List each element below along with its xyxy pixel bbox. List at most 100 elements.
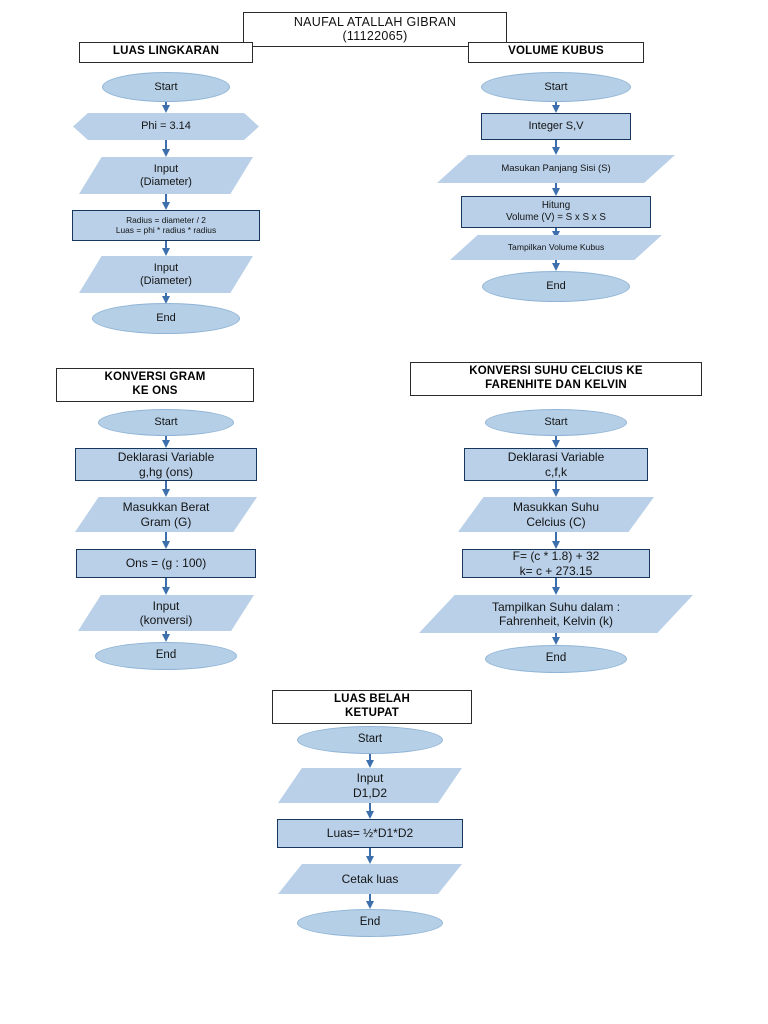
- flow-node-line: F= (c * 1.8) + 32: [512, 549, 600, 564]
- flow-node-line: Volume (V) = S x S x S: [506, 212, 606, 223]
- flow-node-label: Luas= ½*D1*D2: [327, 826, 413, 840]
- chart-title-line: KE ONS: [132, 384, 178, 397]
- student-name-plate: NAUFAL ATALLAH GIBRAN (11122065): [243, 12, 507, 47]
- chart-title-line: KONVERSI GRAM: [104, 371, 206, 383]
- flow-node-line: Gram (G): [140, 514, 192, 529]
- flow-node-line: Start: [154, 416, 178, 429]
- flow-node-terminator: Start: [297, 726, 443, 754]
- flow-connector-arrow: [165, 436, 167, 441]
- flow-node-line: Fahrenheit, Kelvin (k): [498, 614, 614, 628]
- flow-node-io: Input(konversi): [78, 595, 254, 631]
- flow-node-terminator: End: [95, 642, 237, 670]
- flow-node-line: c,f,k: [544, 464, 567, 479]
- flow-node-terminator: Start: [481, 72, 631, 102]
- flow-node-label: End: [156, 312, 176, 325]
- flow-node-line: Cetak luas: [341, 871, 399, 886]
- flow-node-line: Tampilkan Volume Kubus: [507, 242, 605, 253]
- flow-node-line: Masukkan Suhu: [512, 500, 600, 515]
- flow-node-io: Input(Diameter): [79, 256, 253, 293]
- flow-node-io: Tampilkan Volume Kubus: [450, 235, 662, 260]
- flow-node-label: Start: [154, 416, 177, 429]
- flow-node-label: Cetak luas: [342, 872, 399, 886]
- chart-title-luas-lingkaran: LUAS LINGKARAN: [79, 42, 253, 63]
- flow-node-label: Input(konversi): [140, 599, 193, 627]
- flow-node-process: Luas= ½*D1*D2: [277, 819, 463, 848]
- flow-node-io: Input(Diameter): [79, 157, 253, 194]
- student-id: (11122065): [342, 29, 408, 43]
- flow-node-line: k= c + 273.15: [519, 563, 593, 578]
- flow-node-line: Tampilkan Suhu dalam :: [491, 599, 621, 614]
- flow-node-preparation: Phi = 3.14: [73, 113, 259, 140]
- flow-node-line: Celcius (C): [526, 514, 586, 529]
- flow-node-terminator: Start: [98, 409, 234, 436]
- flow-node-label: Input(Diameter): [140, 262, 192, 288]
- flow-node-label: End: [546, 280, 566, 293]
- flow-node-line: Radius = diameter / 2: [126, 214, 206, 225]
- flow-connector-arrow: [555, 228, 557, 232]
- flow-connector-arrow: [555, 481, 557, 490]
- student-name: NAUFAL ATALLAH GIBRAN: [293, 15, 457, 29]
- flow-node-label: Phi = 3.14: [141, 120, 191, 133]
- flow-connector-arrow: [555, 183, 557, 189]
- flow-node-line: Input: [152, 598, 180, 613]
- flow-node-line: Ons = (g : 100): [125, 556, 207, 571]
- flow-node-label: End: [360, 916, 380, 930]
- chart-title-line: FARENHITE DAN KELVIN: [485, 378, 627, 391]
- flow-node-label: Start: [154, 81, 177, 94]
- flow-connector-arrow: [555, 532, 557, 542]
- flow-node-label: Ons = (g : 100): [126, 556, 206, 570]
- flow-node-line: Input: [153, 261, 179, 274]
- flow-node-line: Start: [544, 80, 568, 93]
- flow-node-line: Hitung: [541, 200, 571, 212]
- chart-title-line: KETUPAT: [345, 706, 399, 719]
- flow-connector-arrow: [165, 140, 167, 150]
- flow-node-line: End: [155, 649, 177, 662]
- flow-node-line: End: [546, 280, 566, 293]
- flow-node-io: Cetak luas: [278, 864, 462, 894]
- flow-node-label: End: [156, 649, 176, 663]
- flow-node-line: Masukan Panjang Sisi (S): [501, 163, 611, 175]
- flow-node-line: Input: [153, 162, 179, 175]
- flow-node-line: g,hg (ons): [138, 464, 194, 479]
- chart-title-line: KONVERSI SUHU CELCIUS KE: [469, 365, 643, 377]
- flow-node-terminator: End: [297, 909, 443, 937]
- flow-node-terminator: Start: [102, 72, 230, 102]
- flow-node-label: Start: [358, 733, 382, 747]
- flow-connector-arrow: [555, 578, 557, 588]
- flow-connector-arrow: [165, 532, 167, 542]
- flow-connector-arrow: [165, 481, 167, 490]
- flow-node-terminator: End: [485, 645, 627, 673]
- flow-node-label: Input(Diameter): [140, 163, 192, 189]
- flow-node-terminator: End: [92, 303, 240, 334]
- flow-connector-arrow: [555, 102, 557, 106]
- flow-node-line: (Diameter): [140, 274, 192, 287]
- flow-node-line: Start: [357, 733, 383, 746]
- flow-node-line: Masukkan Berat: [122, 500, 210, 515]
- flow-node-line: Start: [544, 416, 568, 429]
- flow-node-line: (konversi): [139, 613, 193, 627]
- flow-node-line: (Diameter): [140, 175, 192, 188]
- flow-connector-arrow: [165, 194, 167, 203]
- flow-connector-arrow: [369, 754, 371, 761]
- flow-connector-arrow: [165, 578, 167, 588]
- flow-node-line: D1,D2: [352, 785, 387, 800]
- flow-node-process: Integer S,V: [481, 113, 631, 140]
- flow-node-line: Phi = 3.14: [141, 120, 191, 133]
- flow-connector-arrow: [165, 293, 167, 297]
- flow-node-line: Integer S,V: [528, 120, 584, 133]
- flow-node-label: Integer S,V: [528, 120, 583, 133]
- flow-node-line: Start: [154, 80, 178, 93]
- flow-node-io: Tampilkan Suhu dalam :Fahrenheit, Kelvin…: [419, 595, 693, 633]
